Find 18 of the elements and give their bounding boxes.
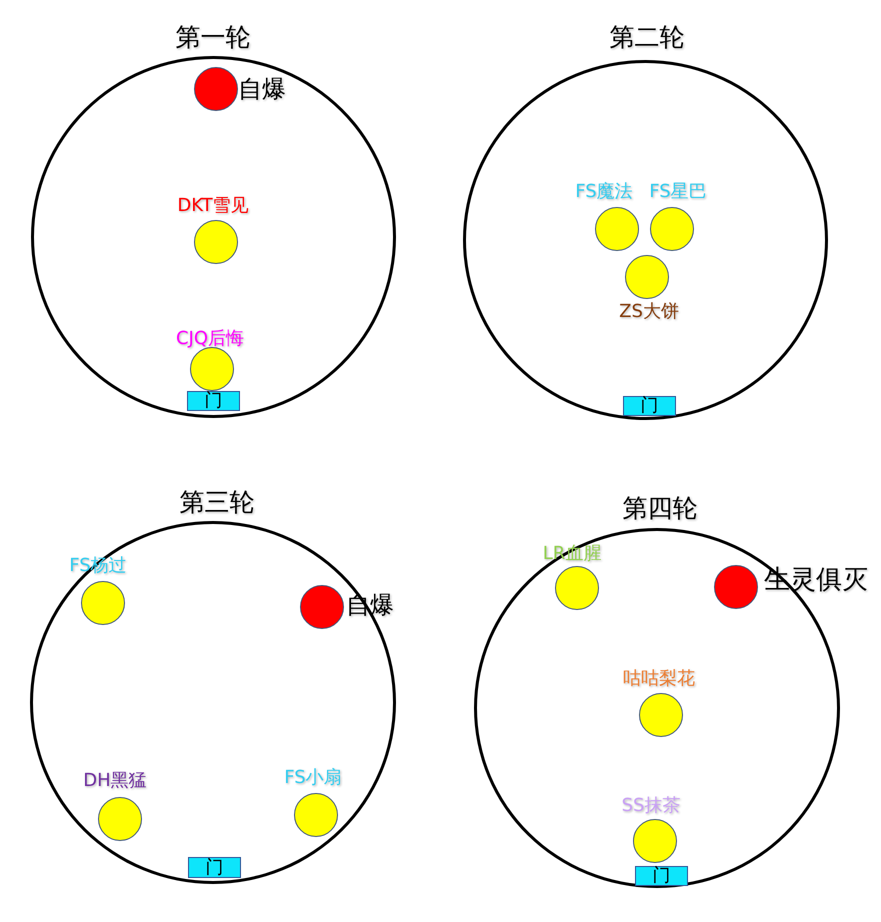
player-name: FS小扇 bbox=[284, 769, 342, 787]
round-title: 第一轮 bbox=[176, 24, 250, 50]
round-title: 第四轮 bbox=[622, 496, 698, 520]
round-title: 第三轮 bbox=[180, 490, 254, 514]
player-name: 咕咕梨花 bbox=[623, 670, 695, 688]
player-name: FS星巴 bbox=[649, 183, 707, 201]
player-name: DKT雪见 bbox=[177, 197, 249, 215]
player-name: SS抹茶 bbox=[622, 797, 680, 815]
round-title: 第二轮 bbox=[610, 24, 684, 50]
door-box: 门 bbox=[187, 391, 240, 411]
player-name: FS魔法 bbox=[575, 183, 633, 201]
player-name: DH黑猛 bbox=[83, 772, 147, 790]
player-name: CJQ后悔 bbox=[176, 330, 244, 348]
door-box: 门 bbox=[188, 857, 241, 878]
player-name: ZS大饼 bbox=[619, 303, 679, 321]
door-box: 门 bbox=[623, 396, 676, 416]
player-name: 自爆 bbox=[238, 77, 286, 101]
door-box: 门 bbox=[635, 866, 688, 886]
